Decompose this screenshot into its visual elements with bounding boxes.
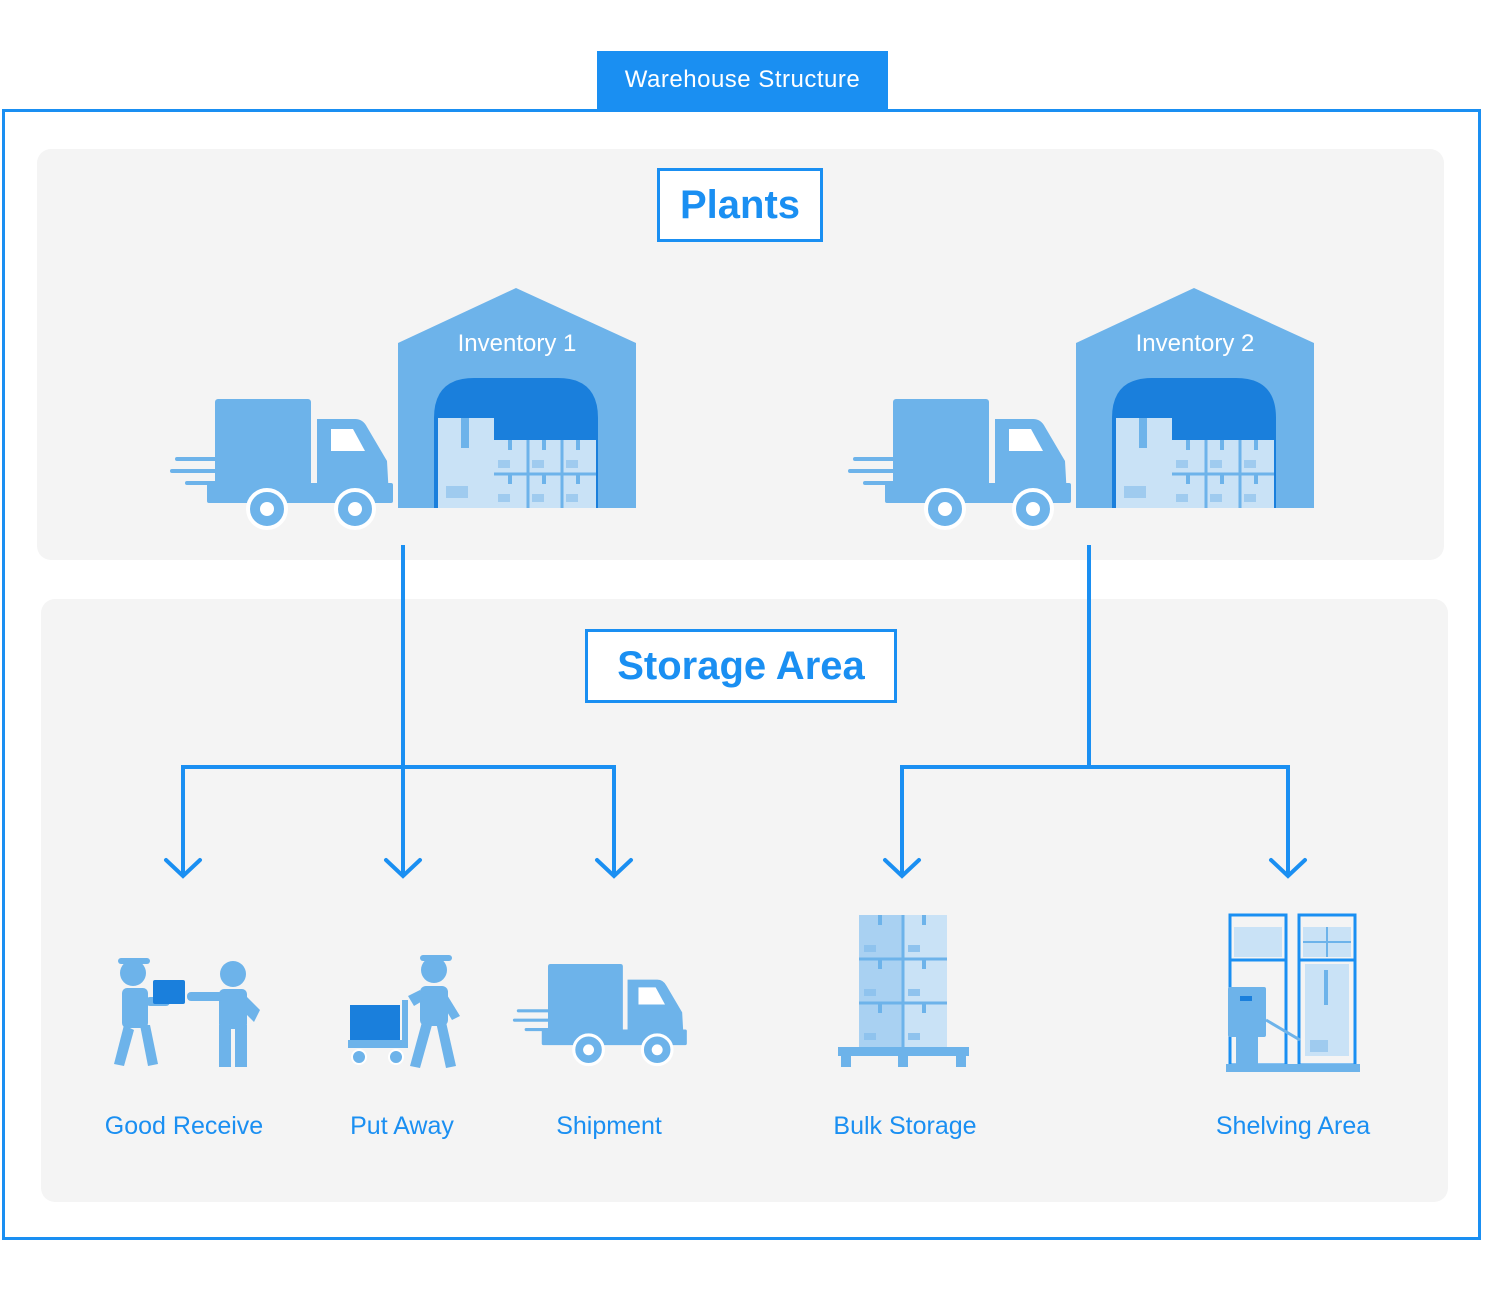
outer-frame [2,109,1481,1240]
delivery-truck-icon [511,962,689,1067]
diagram-title: Warehouse Structure [597,51,888,109]
inventory-2-label: Inventory 2 [1135,330,1255,357]
bulk-storage-label: Bulk Storage [833,1112,977,1140]
warehouse-icon-1 [396,286,638,510]
connector-lines [181,545,1290,876]
truck-icon-1 [168,397,395,530]
worker-with-cart-icon [348,955,460,1068]
shelving-rack-icon [1226,913,1360,1072]
arrowheads [164,858,1307,878]
storage-area-label: Storage Area [585,629,897,703]
truck-icon-2 [846,397,1073,530]
put-away-label: Put Away [350,1112,454,1140]
good-receive-label: Good Receive [104,1112,264,1140]
plants-label: Plants [657,168,823,242]
warehouse-icon-2 [1074,286,1316,510]
shipment-label: Shipment [556,1112,662,1140]
inventory-1-label: Inventory 1 [457,330,577,357]
shelving-area-label: Shelving Area [1215,1112,1371,1140]
people-handing-box-icon [114,958,260,1067]
pallet-boxes-icon [838,915,969,1067]
